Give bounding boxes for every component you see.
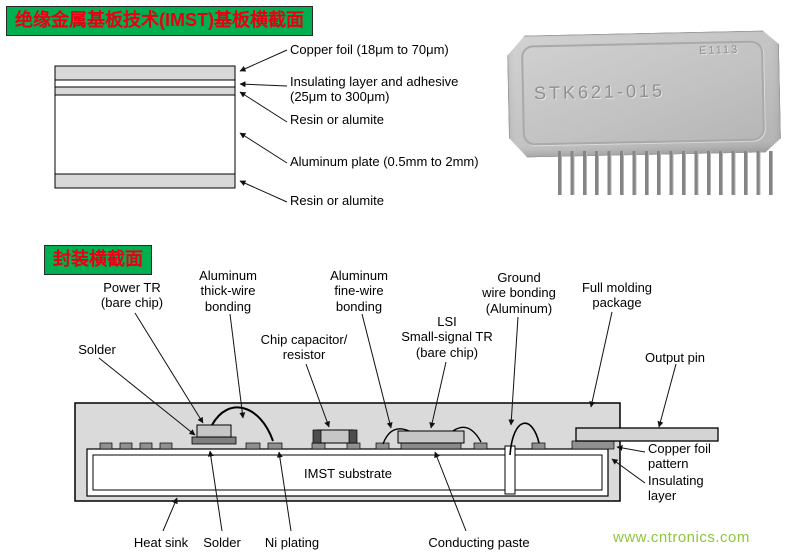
label-ground-wire: Ground wire bonding (Aluminum) [482, 270, 556, 316]
module-lot-code: E1113 [698, 43, 740, 58]
label-imst-substrate: IMST substrate [304, 466, 392, 481]
label-ni-plating: Ni plating [264, 535, 320, 550]
label-insulating: Insulating layer and adhesive (25μm to 3… [290, 74, 459, 105]
label-copper-foil: Copper foil (18μm to 70μm) [290, 42, 449, 57]
label-molding: Full molding package [581, 280, 653, 311]
label-thick-wire: Aluminum thick-wire bonding [199, 268, 257, 314]
module-part-number: STK621-015 [533, 80, 666, 104]
package-cross-section-shapes [74, 402, 719, 502]
label-solder-top: Solder [78, 342, 116, 357]
label-power-tr: Power TR (bare chip) [100, 280, 164, 311]
label-fine-wire: Aluminum fine-wire bonding [330, 268, 388, 314]
package-section-title: 封装横截面 [44, 245, 152, 275]
label-lsi: LSI Small-signal TR (bare chip) [401, 314, 493, 360]
imst-section-title: 绝缘金属基板技术(IMST)基板横截面 [6, 6, 313, 36]
label-heat-sink: Heat sink [133, 535, 189, 550]
watermark: www.cntronics.com [613, 529, 750, 546]
label-output-pin: Output pin [645, 350, 705, 365]
label-insulating-layer: Insulating layer [648, 473, 704, 504]
label-conducting-paste: Conducting paste [428, 535, 530, 550]
label-resin-bottom: Resin or alumite [290, 193, 384, 208]
label-copper-pattern: Copper foil pattern [648, 441, 711, 472]
module-body: E1113 STK621-015 [507, 30, 781, 158]
module-photo: E1113 STK621-015 [500, 25, 790, 197]
module-pins [558, 151, 774, 195]
label-chip-capacitor: Chip capacitor/ resistor [260, 332, 348, 363]
label-solder-bottom: Solder [203, 535, 241, 550]
label-resin-top: Resin or alumite [290, 112, 384, 127]
leader-arrows [98, 49, 677, 532]
imst-stack-diagram [54, 65, 236, 189]
label-aluminum-plate: Aluminum plate (0.5mm to 2mm) [290, 154, 479, 169]
